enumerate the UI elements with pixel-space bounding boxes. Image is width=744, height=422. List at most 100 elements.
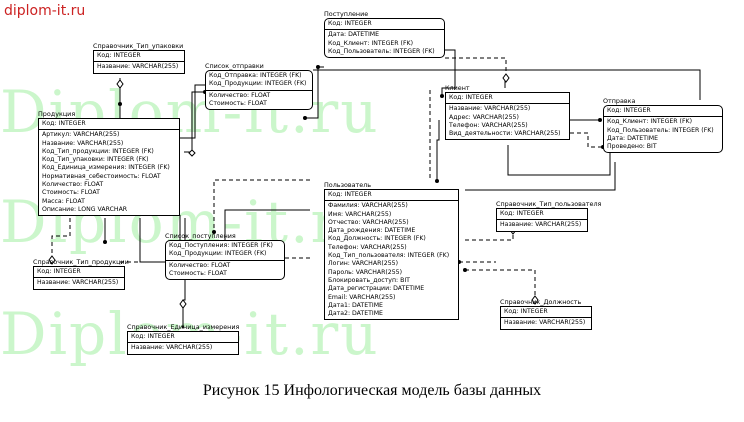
attr-field: Артикул: VARCHAR(255) bbox=[42, 131, 120, 139]
link-produkciya-spisok-otpravki-2 bbox=[180, 84, 205, 139]
entity-otpravka[interactable]: Отправка Код: INTEGER Код_Клиент: INTEGE… bbox=[603, 97, 723, 154]
entity-title: Отправка bbox=[603, 97, 636, 105]
dot-4 bbox=[316, 65, 320, 69]
entity-box: Код: INTEGER Название: VARCHAR(255) Адре… bbox=[445, 92, 570, 141]
entity-sprav-edinica[interactable]: Справочник_Единица_измерения Код: INTEGE… bbox=[127, 323, 239, 355]
entity-box: Код: INTEGER Код_Клиент: INTEGER (FK) Ко… bbox=[603, 105, 723, 154]
entity-klient[interactable]: Клиент Код: INTEGER Название: VARCHAR(25… bbox=[445, 84, 570, 141]
attr-field: Код_Тип_пользователя: INTEGER (FK) bbox=[328, 252, 450, 260]
link-klient-otpravka-3 bbox=[507, 145, 611, 176]
attr-field: Код_Пользователь: INTEGER (FK) bbox=[328, 47, 435, 55]
diamond-4 bbox=[179, 299, 187, 309]
pk-field: Код_Отправка: INTEGER (FK) bbox=[209, 72, 302, 79]
entity-sprav-tip-upakovki[interactable]: Справочник_Тип_упаковки Код: INTEGER Наз… bbox=[93, 42, 185, 74]
entity-polzovatel[interactable]: Пользователь Код: INTEGER Фамилия: VARCH… bbox=[324, 181, 459, 321]
attr-field: Дата_рождения: DATETIME bbox=[328, 227, 416, 235]
link-otpravka-spisok bbox=[313, 69, 701, 100]
link-tip-produkcii bbox=[51, 218, 71, 262]
link-tip-polzovatelya bbox=[465, 230, 514, 241]
attr-field: Отчество: VARCHAR(255) bbox=[328, 218, 409, 226]
attr-field: Нормативная_себестоимость: FLOAT bbox=[42, 172, 161, 180]
link-polzovatel-spisok-postupleniya bbox=[224, 209, 310, 242]
attr-field: Блокировать_доступ: BIT bbox=[328, 276, 410, 284]
attr-field: Название: VARCHAR(255) bbox=[42, 139, 124, 147]
pk-field: Код_Продукции: INTEGER (FK) bbox=[209, 80, 307, 88]
attr-field: Телефон: VARCHAR(255) bbox=[328, 243, 407, 251]
entity-title: Пользователь bbox=[324, 181, 372, 189]
attr-field: Количество: FLOAT bbox=[209, 91, 271, 99]
attr-field: Название: VARCHAR(255) bbox=[449, 105, 531, 113]
entity-postuplenie[interactable]: Поступление Код: INTEGER Дата: DATETIME … bbox=[324, 10, 445, 59]
entity-title: Справочник_Тип_пользователя bbox=[496, 200, 602, 208]
diamond-7 bbox=[188, 149, 196, 157]
entity-box: Код: INTEGER Название: VARCHAR(255) bbox=[127, 331, 239, 355]
pk-field: Код_Поступления: INTEGER (FK) bbox=[169, 242, 273, 249]
attr-field: Количество: FLOAT bbox=[42, 181, 104, 189]
entity-box: Код: INTEGER Артикул: VARCHAR(255) Назва… bbox=[38, 118, 180, 217]
attr-field: Название: VARCHAR(255) bbox=[97, 63, 179, 71]
attr-field: Стоимость: FLOAT bbox=[42, 189, 100, 197]
entity-sprav-tip-polzovatelya[interactable]: Справочник_Тип_пользователя Код: INTEGER… bbox=[496, 200, 602, 232]
entity-title: Справочник_Должность bbox=[500, 298, 582, 306]
pk-field: Код: INTEGER bbox=[131, 333, 175, 340]
attr-field: Дата1: DATETIME bbox=[328, 301, 383, 309]
attr-field: Масса: FLOAT bbox=[42, 197, 85, 205]
pk-field: Код: INTEGER bbox=[97, 52, 141, 59]
link-postuplenie-klient bbox=[441, 49, 456, 94]
attr-field: Код_Должность: INTEGER (FK) bbox=[328, 235, 426, 243]
attr-field: Дата2: DATETIME bbox=[328, 310, 383, 318]
pk-field: Код: INTEGER bbox=[449, 94, 493, 101]
attr-field: Логин: VARCHAR(255) bbox=[328, 260, 399, 268]
pk-field: Код: INTEGER bbox=[37, 268, 81, 275]
attr-field: Дата_регистрации: DATETIME bbox=[328, 285, 425, 293]
link-produkciya-spisok-otpravki bbox=[184, 91, 205, 153]
entity-sprav-dolzhnost[interactable]: Справочник_Должность Код: INTEGER Назван… bbox=[500, 298, 592, 330]
attr-field: Название: VARCHAR(255) bbox=[131, 344, 213, 352]
site-logo[interactable]: diplom-it.ru bbox=[4, 3, 86, 19]
attr-field: Вид_деятельности: VARCHAR(255) bbox=[449, 130, 561, 138]
entity-title: Список_отправки bbox=[205, 62, 264, 70]
entity-title: Продукция bbox=[38, 110, 76, 118]
attr-field: Название: VARCHAR(255) bbox=[37, 279, 119, 287]
entity-title: Справочник_Тип_продукции bbox=[33, 258, 129, 266]
entity-spisok-otpravki[interactable]: Список_отправки Код_Отправка: INTEGER (F… bbox=[205, 62, 313, 111]
diamond-2 bbox=[502, 73, 510, 83]
link-klient-otpravka-2 bbox=[570, 132, 603, 148]
link-dolzhnost bbox=[465, 269, 536, 300]
pk-field: Код: INTEGER bbox=[500, 210, 544, 217]
attr-field: Имя: VARCHAR(255) bbox=[328, 210, 392, 218]
attr-field: Количество: FLOAT bbox=[169, 261, 231, 269]
attr-field: Код_Пользователь: INTEGER (FK) bbox=[607, 126, 714, 134]
dot-3 bbox=[303, 116, 307, 120]
dot-5 bbox=[440, 94, 444, 98]
attr-field: Описание: LONG VARCHAR bbox=[42, 205, 128, 213]
dot-13 bbox=[103, 240, 107, 244]
diamond-6 bbox=[531, 295, 539, 305]
entity-box: Код_Отправка: INTEGER (FK) Код_Продукции… bbox=[205, 70, 313, 111]
link-polzovatel-otpravka bbox=[465, 162, 616, 191]
entity-sprav-tip-produkcii[interactable]: Справочник_Тип_продукции Код: INTEGER На… bbox=[33, 258, 129, 290]
attr-field: Код_Тип_продукции: INTEGER (FK) bbox=[42, 147, 154, 155]
pk-field: Код_Продукции: INTEGER (FK) bbox=[169, 250, 267, 258]
attr-field: Телефон: VARCHAR(255) bbox=[449, 121, 528, 129]
dot-10 bbox=[212, 230, 216, 234]
dot-6 bbox=[598, 118, 602, 122]
entity-spisok-postupleniya[interactable]: Список_поступления Код_Поступления: INTE… bbox=[165, 232, 285, 281]
pk-field: Код: INTEGER bbox=[504, 308, 548, 315]
attr-field: Код_Тип_упаковки: INTEGER (FK) bbox=[42, 156, 149, 164]
diamond-1 bbox=[116, 79, 124, 89]
entity-title: Справочник_Единица_измерения bbox=[127, 323, 240, 331]
attr-field: Email: VARCHAR(255) bbox=[328, 293, 396, 301]
entity-title: Список_поступления bbox=[165, 232, 236, 240]
pk-field: Код: INTEGER bbox=[328, 20, 372, 27]
attr-field: Пароль: VARCHAR(255) bbox=[328, 268, 403, 276]
link-postuplenie-spisok-postupleniya bbox=[213, 179, 310, 232]
entity-box: Код: INTEGER Название: VARCHAR(255) bbox=[33, 266, 125, 290]
attr-field: Стоимость: FLOAT bbox=[169, 269, 227, 277]
entity-produkciya[interactable]: Продукция Код: INTEGER Артикул: VARCHAR(… bbox=[38, 110, 180, 217]
dot-1 bbox=[118, 102, 122, 106]
attr-field: Код_Единица_измерения: INTEGER (FK) bbox=[42, 164, 170, 172]
link-produkciya-spisok-postupleniya-2 bbox=[139, 218, 165, 263]
attr-field: Код_Клиент: INTEGER (FK) bbox=[607, 118, 692, 126]
